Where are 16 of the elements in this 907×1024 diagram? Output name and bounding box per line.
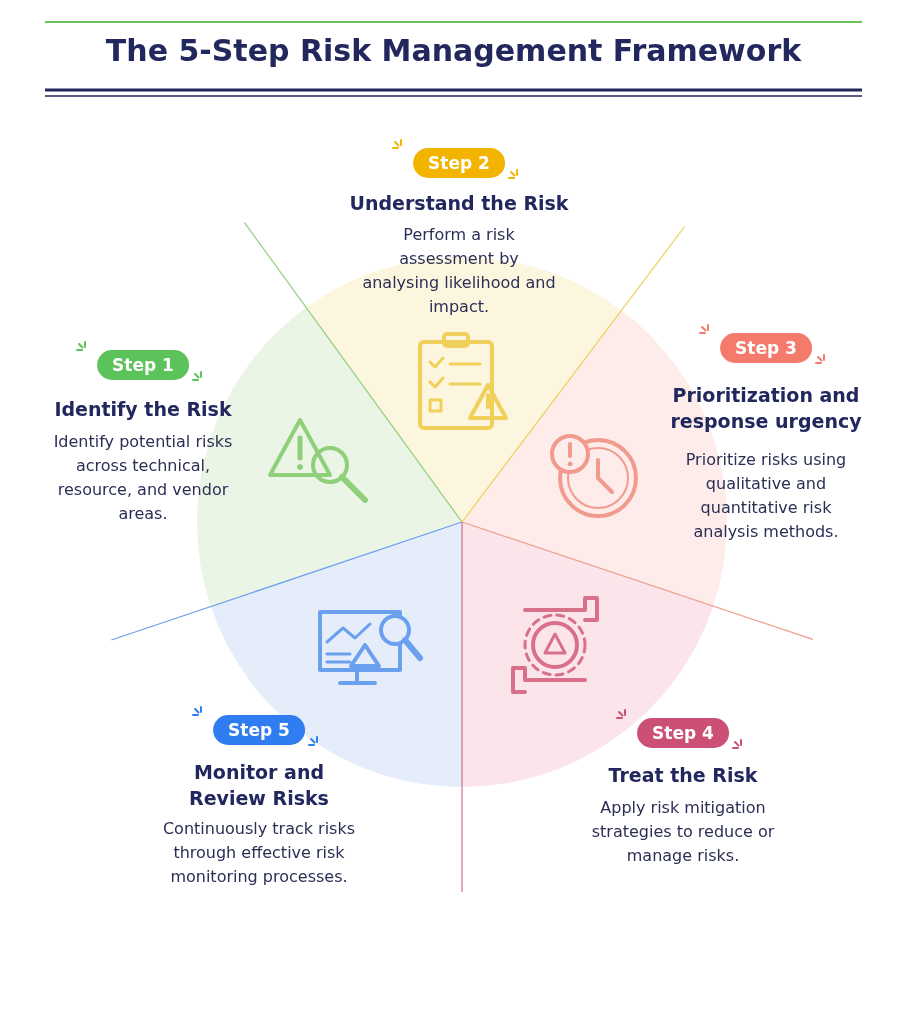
- step-description: Apply risk mitigation strategies to reduce or manage risks.: [590, 797, 776, 867]
- step-heading: Treat the Risk: [607, 763, 759, 788]
- step-heading: Identify the Risk: [53, 397, 233, 422]
- step-description: Identify potential risks across technical, resource, and vendor areas.: [52, 431, 234, 525]
- step-badge: Step 4: [637, 718, 729, 748]
- step-heading: Understand the Risk: [348, 191, 570, 216]
- title: The 5-Step Risk Management Framework: [104, 33, 803, 68]
- step-badge: Step 5: [213, 715, 305, 745]
- step-description: Prioritize risks using qualitative and quantitative risk analysis methods.: [684, 449, 848, 543]
- step-badge: Step 2: [413, 148, 505, 178]
- step-badge: Step 3: [720, 333, 812, 363]
- step-heading: Monitor and Review Risks: [188, 760, 330, 811]
- step-description: Continuously track risks through effective risk monitoring processes.: [161, 818, 357, 888]
- step-badge: Step 1: [97, 350, 189, 380]
- step-heading: Prioritization and response urgency: [669, 383, 863, 434]
- step-description: Perform a risk assessment by analysing likelihood and impact.: [361, 224, 557, 318]
